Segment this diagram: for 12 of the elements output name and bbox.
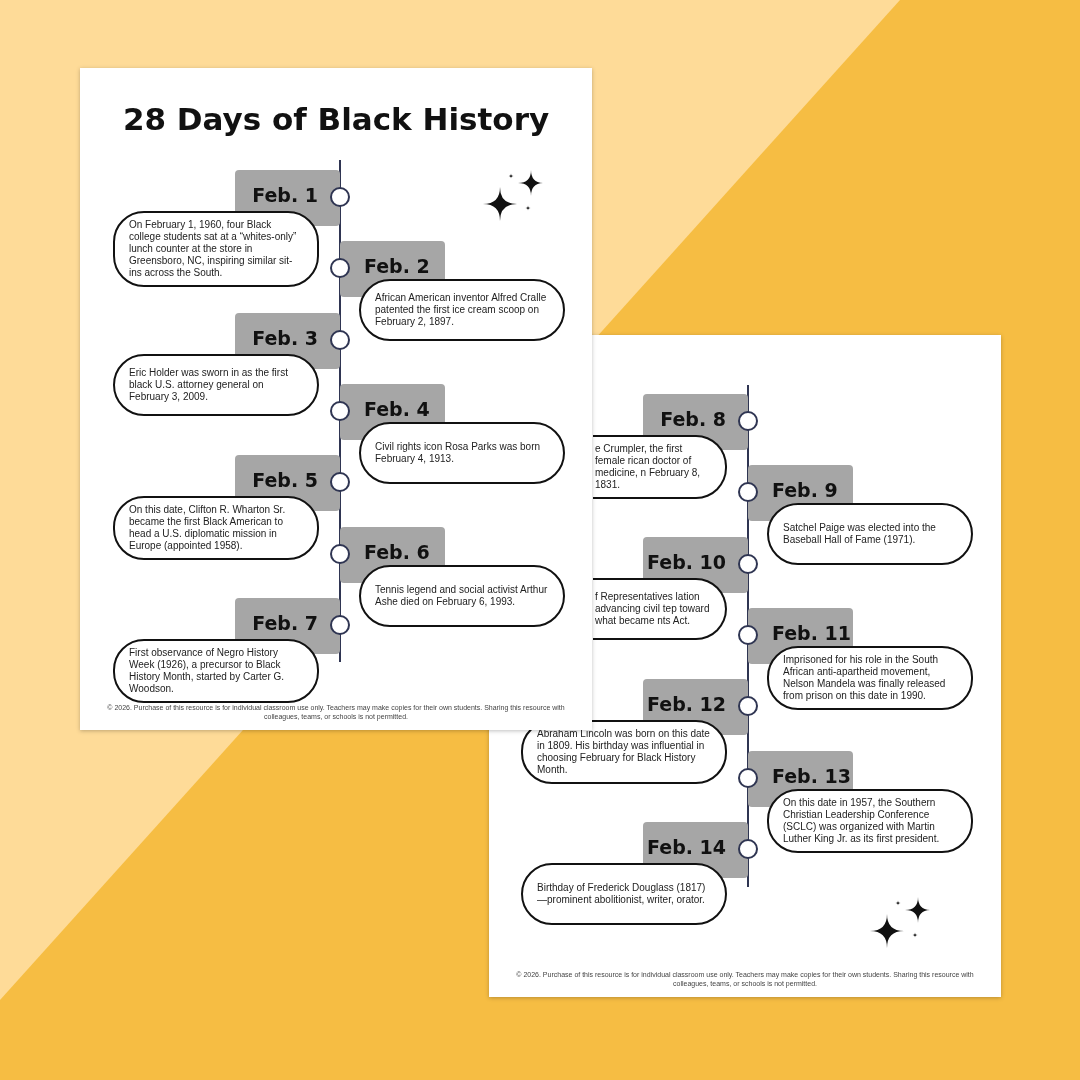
event-card xyxy=(521,720,727,785)
event-text: Birthday of Frederick Douglass (1817)—prominent abolitionist, writer, orator. xyxy=(537,881,707,906)
event-card xyxy=(113,211,319,287)
event-text: f Representatives lation advancing civil tep toward what became nts Act. xyxy=(595,590,711,627)
event-card xyxy=(593,577,727,640)
event-card xyxy=(113,496,319,561)
event-text: Tennis legend and social activist Arthur Ashe died on February 6, 1993. xyxy=(375,583,549,608)
event-text: Eric Holder was sworn in as the first black U.S. attorney general on February 3, 2009. xyxy=(129,366,289,403)
event-card xyxy=(593,435,727,499)
title: 28 Days of Black History xyxy=(121,100,551,138)
event-text: Satchel Paige was elected into the Baseball Hall of Fame (1971). xyxy=(783,522,937,547)
event-text: Civil rights icon Rosa Parks was born February 4, 1913. xyxy=(375,440,542,465)
